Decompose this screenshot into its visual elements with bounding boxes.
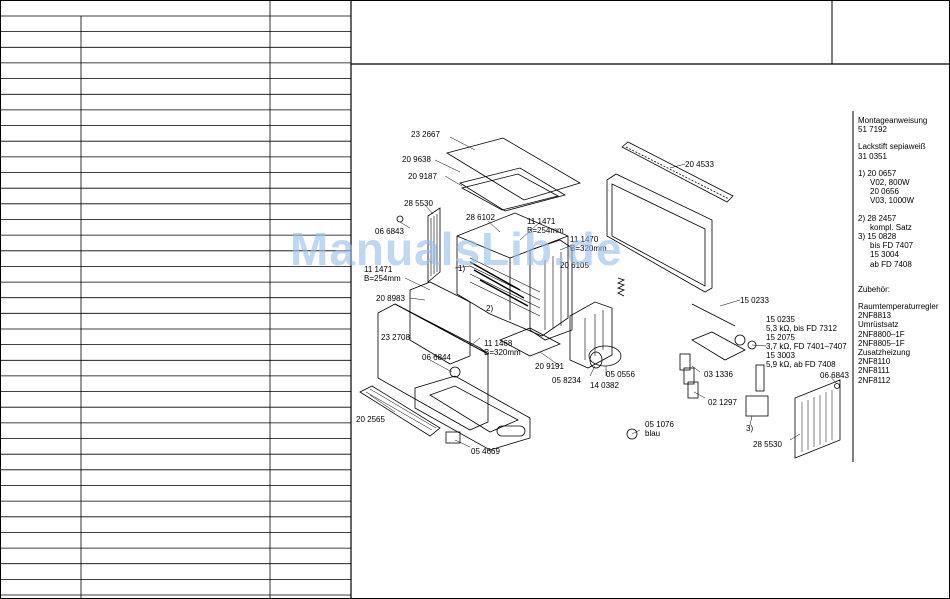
leader-lines	[369, 136, 837, 448]
callout-label: 28 5530	[404, 199, 433, 208]
callout-label: 20 9187	[408, 172, 437, 181]
parts-list-table	[0, 0, 352, 599]
rear-panel	[606, 173, 713, 293]
callout-label: 20 9638	[402, 155, 431, 164]
note-2-line: kompl. Satz	[870, 222, 912, 232]
heating-rods	[469, 261, 529, 307]
callout-label: 20 6105	[560, 261, 589, 270]
callout-label: 05 1076	[645, 420, 674, 429]
control-board	[569, 301, 613, 369]
callout-label: 11 1471	[527, 217, 556, 226]
callout-label: 03 1336	[704, 370, 733, 379]
callout-label: 3,7 kΩ, FD 7401–7407	[766, 342, 847, 351]
callout-label: 20 8983	[376, 294, 405, 303]
control-knob	[626, 428, 638, 440]
note-umruestsatz-2: 2NF8805–1F	[858, 338, 905, 348]
front-grille-strip	[621, 141, 734, 203]
heater-core	[456, 212, 569, 337]
note-3-line: ab FD 7408	[870, 259, 912, 269]
callout-label: 5,3 kΩ, bis FD 7312	[766, 324, 837, 333]
note-1: 1) 20 0657	[858, 168, 897, 178]
callout-label: B=320mm	[484, 348, 521, 357]
note-zusatzheizung: Zusatzheizung	[858, 348, 911, 358]
callout-label: 11 1470	[570, 235, 599, 244]
callout-label: 15 3003	[766, 351, 795, 360]
note-1-line: V02, 800W	[870, 178, 910, 188]
side-grille-right	[794, 379, 841, 459]
note-3-line: bis FD 7407	[870, 241, 914, 251]
callout-label: 05 8234	[552, 376, 581, 385]
note-2: 2) 28 2457	[858, 213, 897, 223]
cover-panel-top	[445, 137, 581, 201]
note-umruestsatz: Umrüstsatz	[858, 320, 899, 330]
cover-panel-middle	[458, 167, 567, 212]
callout-label: 1)	[458, 264, 466, 273]
callout-label: 05 4669	[471, 447, 500, 456]
note-lackstift: Lackstift sepiaweiß	[858, 142, 926, 152]
callout-label: 28 5530	[753, 440, 782, 449]
note-3: 3) 15 0828	[858, 232, 897, 242]
callout-label: 02 1297	[708, 398, 737, 407]
note-3-line: 15 3004	[870, 250, 899, 260]
front-panel	[377, 303, 489, 431]
callout-label: 20 2565	[356, 415, 385, 424]
relay-blocks	[679, 353, 699, 399]
note-umruestsatz-1: 2NF8800–1F	[858, 329, 905, 339]
callout-label: 20 4533	[685, 160, 714, 169]
note-montage-number: 51 7192	[858, 125, 887, 135]
note-zusatzheizung-1: 2NF8110	[858, 357, 891, 367]
side-grille-left	[427, 207, 441, 283]
callout-label: B=254mm	[527, 226, 564, 235]
thermostat-housing	[691, 331, 746, 361]
floor-grille	[359, 385, 441, 437]
callout-label: blau	[645, 429, 661, 438]
callout-label: 23 2708	[381, 333, 410, 342]
callout-label: 06 6843	[820, 371, 849, 380]
callout-label: 14 0382	[590, 381, 619, 390]
note-zusatzheizung-2: 2NF8111	[858, 366, 890, 376]
callout-label: 28 6102	[466, 213, 495, 222]
note-raumtemperaturregler: Raumtemperaturregler	[858, 302, 939, 312]
notes-column: Montageanweisung 51 7192 Lackstift sepia…	[858, 116, 948, 385]
spring-part	[616, 277, 626, 297]
note-1-line: V03, 1000W	[870, 196, 915, 206]
watermark: ManualsLib.de	[290, 223, 623, 275]
callout-label: 3)	[746, 424, 754, 433]
capacitor	[588, 345, 622, 367]
callout-label: 06 6843	[375, 227, 404, 236]
note-raumtemperaturregler-number: 2NF8813	[858, 311, 891, 321]
callout-label: 2)	[486, 304, 494, 313]
title-block	[351, 0, 950, 462]
callout-label: 15 2075	[766, 333, 795, 342]
exploded-drawing	[359, 136, 841, 459]
callout-label: 06 6844	[422, 353, 451, 362]
callout-label: 15 0235	[766, 315, 795, 324]
callout-label: 15 0233	[740, 296, 769, 305]
callout-label: 23 2667	[411, 130, 440, 139]
note-zusatzheizung-3: 2NF8112	[858, 375, 891, 385]
callout-label: B=254mm	[364, 274, 401, 283]
callout-label: 11 1471	[364, 265, 393, 274]
note-montage: Montageanweisung	[858, 116, 928, 125]
temperature-sensor	[755, 364, 765, 392]
bottom-tray	[414, 375, 531, 451]
callout-label: 20 9191	[535, 362, 564, 371]
callout-label: 5,9 kΩ, ab FD 7408	[766, 360, 836, 369]
callout-label: 11 1468	[484, 339, 513, 348]
callout-label: B=320mm	[570, 244, 607, 253]
callout-label: 05 0556	[606, 370, 635, 379]
side-panel	[409, 281, 471, 365]
note-1-line: 20 0656	[870, 187, 899, 197]
note-zubehoer: Zubehör:	[858, 284, 891, 294]
note-lackstift-number: 31 0351	[858, 151, 887, 161]
